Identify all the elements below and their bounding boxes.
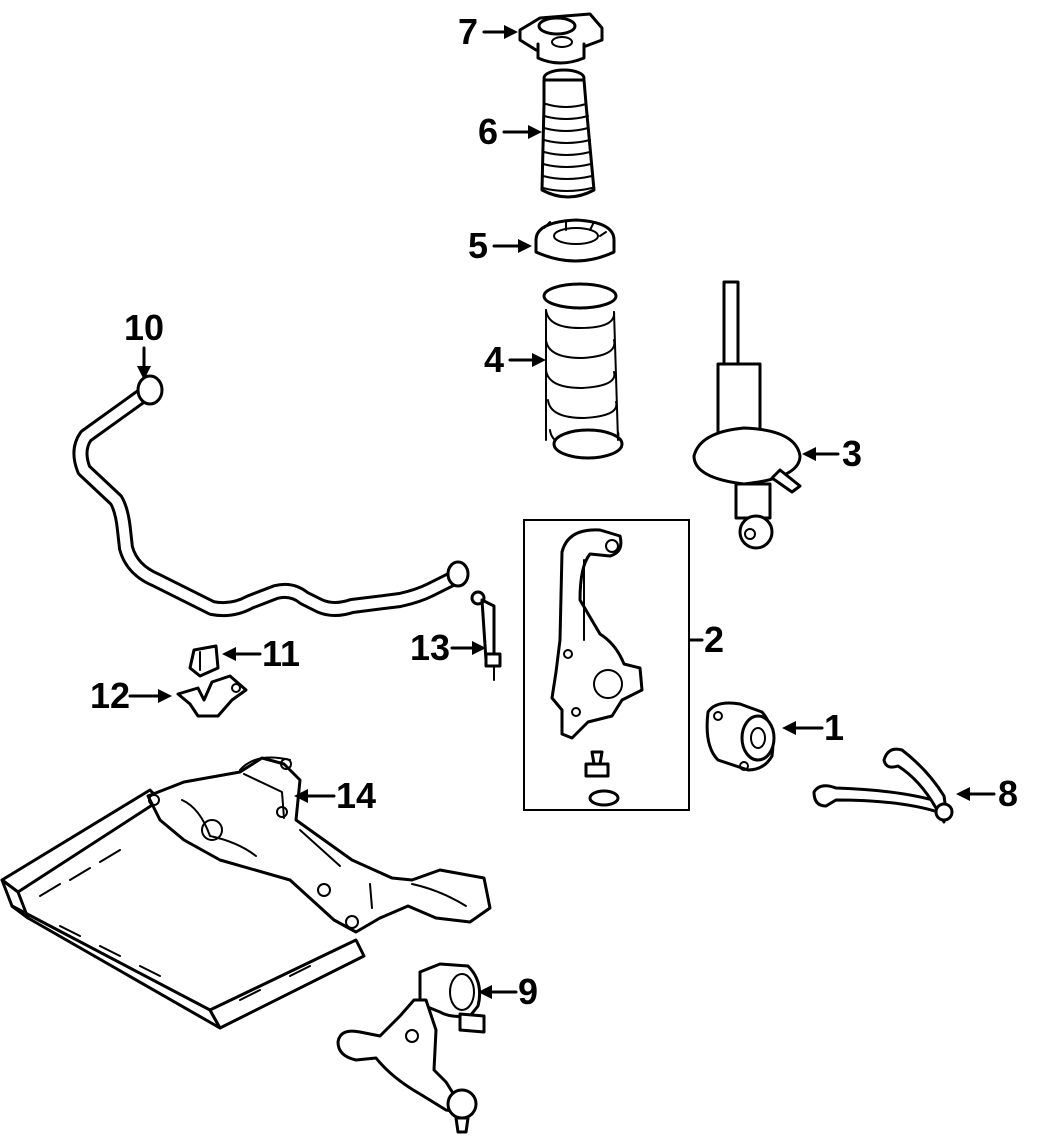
wheel-hub-part[interactable]: [705, 701, 776, 772]
subframe-part[interactable]: [0, 756, 492, 1030]
strut-mount-part[interactable]: [518, 12, 604, 65]
spring-seat-part[interactable]: [534, 218, 616, 263]
lower-control-arm-part[interactable]: [336, 962, 486, 1134]
callout-2: 2: [704, 619, 724, 660]
callout-labels: 7 6 5 4 3 10 11 12 13 2 1 8 14 9: [90, 11, 1018, 1012]
ball-joint-part[interactable]: [584, 750, 620, 807]
callout-3: 3: [842, 433, 862, 474]
coil-spring-part[interactable]: [542, 282, 624, 460]
callout-8: 8: [998, 773, 1018, 814]
callout-14: 14: [336, 775, 376, 816]
upper-control-arm-part[interactable]: [812, 747, 954, 824]
knuckle-group-box: [523, 519, 690, 811]
callout-5: 5: [468, 225, 488, 266]
callout-7: 7: [458, 11, 478, 52]
callout-4: 4: [484, 339, 504, 380]
callout-13: 13: [410, 627, 450, 668]
stabilizer-link-part[interactable]: [470, 590, 502, 681]
callout-arrows: [128, 25, 996, 999]
callout-12: 12: [90, 675, 130, 716]
callout-11: 11: [262, 633, 300, 674]
bushing-bracket-part[interactable]: [176, 674, 248, 718]
stabilizer-bushing-part[interactable]: [188, 644, 220, 678]
callout-1: 1: [824, 707, 844, 748]
dust-boot-part[interactable]: [540, 68, 596, 199]
stabilizer-bar-part[interactable]: [72, 374, 470, 618]
steering-knuckle-part[interactable]: [550, 528, 644, 740]
callout-6: 6: [478, 111, 498, 152]
callout-9: 9: [518, 971, 538, 1012]
callout-10: 10: [124, 307, 164, 348]
shock-absorber-part[interactable]: [692, 280, 802, 550]
